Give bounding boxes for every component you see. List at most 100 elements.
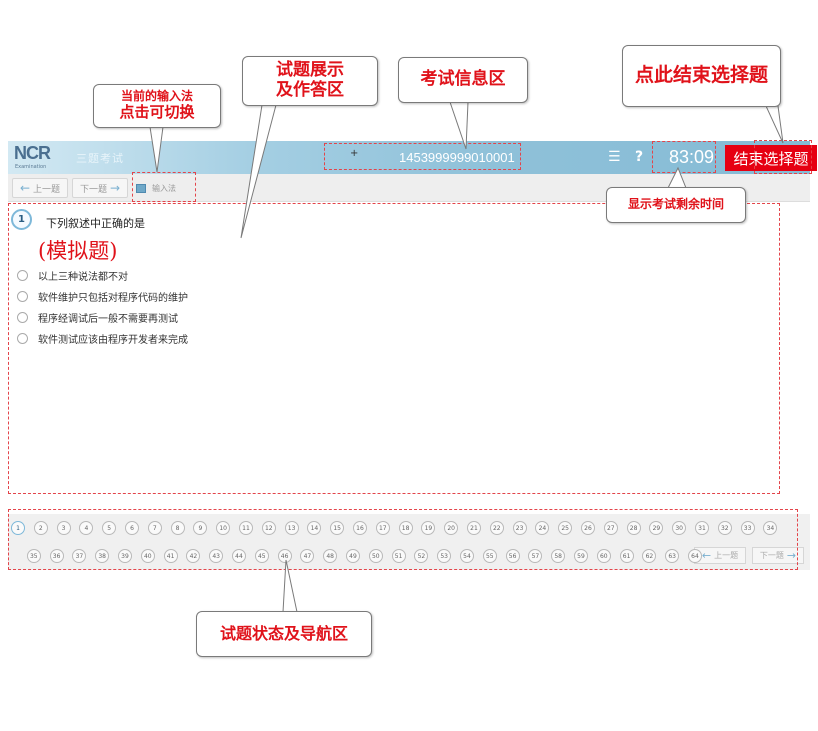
question-nav-6[interactable]: 6 (125, 521, 139, 535)
question-nav-37[interactable]: 37 (72, 549, 87, 563)
radio-button[interactable] (17, 311, 28, 323)
question-nav-48[interactable]: 48 (323, 549, 338, 563)
question-nav-18[interactable]: 18 (398, 521, 413, 535)
question-nav-53[interactable]: 53 (437, 549, 452, 563)
question-nav-29[interactable]: 29 (649, 521, 664, 535)
question-nav-64[interactable]: 64 (688, 549, 702, 563)
title-bar: NCR Examination 三题考试 + 1453999999010001 … (8, 141, 817, 174)
question-nav-58[interactable]: 58 (551, 549, 566, 563)
question-nav-33[interactable]: 33 (740, 521, 755, 535)
question-nav-36[interactable]: 36 (49, 549, 64, 563)
exam-id: 1453999999010001 (399, 150, 515, 165)
question-nav-62[interactable]: 62 (642, 549, 657, 563)
question-nav-22[interactable]: 22 (489, 521, 504, 535)
question-nav-52[interactable]: 52 (414, 549, 429, 563)
question-nav-9[interactable]: 9 (193, 521, 208, 535)
question-nav-17[interactable]: 17 (375, 521, 390, 535)
next-question-button[interactable]: 下一题 → (72, 178, 128, 198)
question-nav-45[interactable]: 45 (254, 549, 269, 563)
nav-next-label: 下一题 (759, 551, 784, 560)
question-nav-63[interactable]: 63 (665, 549, 680, 563)
callout-question-line1: 试题展示 (276, 60, 344, 81)
question-nav-14[interactable]: 14 (307, 521, 322, 535)
question-nav-31[interactable]: 31 (695, 521, 709, 535)
question-nav-39[interactable]: 39 (118, 549, 132, 563)
question-nav-46[interactable]: 46 (277, 549, 292, 563)
option-b[interactable]: 软件维护只包括对程序代码的维护 (17, 289, 188, 304)
help-icon[interactable]: ? (635, 149, 644, 165)
question-nav-20[interactable]: 20 (444, 521, 459, 535)
question-nav-42[interactable]: 42 (186, 549, 201, 563)
question-nav-32[interactable]: 32 (717, 521, 732, 535)
pointer-nav-area (282, 559, 298, 613)
question-nav-27[interactable]: 27 (603, 521, 618, 535)
nav-next-button[interactable]: 下一题 → (752, 547, 804, 564)
question-nav-24[interactable]: 24 (535, 521, 550, 535)
question-nav-23[interactable]: 23 (512, 521, 527, 535)
question-nav-3[interactable]: 3 (56, 521, 71, 535)
next-question-label: 下一题 (79, 184, 107, 195)
question-nav-47[interactable]: 47 (300, 549, 315, 563)
pointer-question (240, 104, 277, 239)
arrow-right-icon: → (109, 181, 121, 195)
question-nav-50[interactable]: 50 (368, 549, 383, 563)
callout-nav-area-text: 试题状态及导航区 (219, 623, 348, 643)
question-nav-11[interactable]: 11 (239, 521, 253, 535)
arrow-left-icon: ← (701, 549, 712, 562)
option-d[interactable]: 软件测试应该由程序开发者来完成 (17, 331, 188, 346)
question-nav-28[interactable]: 28 (626, 521, 641, 535)
question-nav-40[interactable]: 40 (140, 549, 155, 563)
callout-exam-info-text: 考试信息区 (420, 69, 506, 90)
question-nav-26[interactable]: 26 (581, 521, 595, 535)
prev-question-button[interactable]: ← 上一题 (12, 178, 68, 198)
option-c[interactable]: 程序经调试后一般不需要再测试 (17, 310, 178, 325)
question-nav-51[interactable]: 51 (391, 549, 406, 563)
remaining-time: 83:09 (669, 147, 715, 167)
question-nav-8[interactable]: 8 (170, 521, 185, 535)
question-nav-4[interactable]: 4 (79, 521, 94, 535)
question-nav-61[interactable]: 61 (619, 549, 634, 563)
radio-button[interactable] (17, 332, 28, 344)
question-nav-34[interactable]: 34 (763, 521, 778, 535)
question-nav-35[interactable]: 35 (26, 549, 41, 563)
question-nav-56[interactable]: 56 (505, 549, 520, 563)
question-nav-1[interactable]: 1 (11, 521, 25, 535)
question-nav-15[interactable]: 15 (330, 521, 345, 535)
question-nav-59[interactable]: 59 (574, 549, 588, 563)
radio-button[interactable] (17, 290, 28, 302)
question-nav-10[interactable]: 10 (216, 521, 231, 535)
question-nav-54[interactable]: 54 (460, 549, 474, 563)
nav-prev-label: 上一题 (714, 551, 739, 560)
ime-switch[interactable]: 输入法 (136, 178, 190, 198)
question-nav-25[interactable]: 25 (558, 521, 573, 535)
question-nav-2[interactable]: 2 (33, 521, 48, 535)
question-nav-30[interactable]: 30 (672, 521, 687, 535)
question-nav-5[interactable]: 5 (102, 521, 117, 535)
pointer-time-left (667, 166, 687, 189)
question-nav-49[interactable]: 49 (346, 549, 360, 563)
question-nav-38[interactable]: 38 (95, 549, 110, 563)
question-nav-16[interactable]: 16 (353, 521, 367, 535)
question-nav-55[interactable]: 55 (482, 549, 497, 563)
prev-question-label: 上一题 (33, 184, 61, 195)
option-a[interactable]: 以上三种说法都不对 (17, 268, 128, 283)
callout-nav-area: 试题状态及导航区 (196, 611, 372, 657)
callout-question-area: 试题展示 及作答区 (242, 56, 378, 106)
logo-text: NCR (14, 143, 51, 163)
nav-prev-button[interactable]: ← 上一题 (694, 547, 746, 564)
question-nav-13[interactable]: 13 (284, 521, 299, 535)
question-nav-41[interactable]: 41 (163, 549, 178, 563)
question-nav-21[interactable]: 21 (467, 521, 481, 535)
option-text: 软件维护只包括对程序代码的维护 (38, 292, 188, 304)
end-choice-button[interactable]: 结束选择题 (725, 145, 817, 171)
question-nav-44[interactable]: 44 (232, 549, 246, 563)
question-nav-60[interactable]: 60 (596, 549, 611, 563)
radio-button[interactable] (17, 269, 28, 281)
question-nav-7[interactable]: 7 (147, 521, 162, 535)
question-nav-12[interactable]: 12 (261, 521, 276, 535)
list-check-icon[interactable]: ☰ (608, 149, 621, 165)
question-nav-57[interactable]: 57 (528, 549, 543, 563)
question-nav-19[interactable]: 19 (421, 521, 436, 535)
question-nav-43[interactable]: 43 (209, 549, 224, 563)
